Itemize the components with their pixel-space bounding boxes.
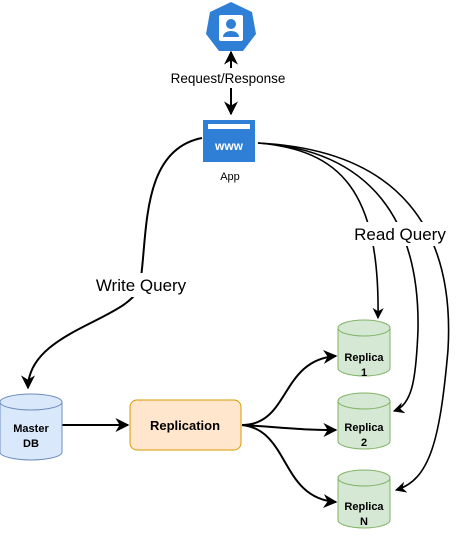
- request-response-label-bg: [165, 68, 289, 88]
- app-node: www App: [203, 120, 255, 183]
- edge-read-replica-1: [257, 142, 384, 320]
- user-icon: [206, 2, 256, 51]
- request-response-label: Request/Response: [171, 71, 286, 86]
- replica-1-node: Replica 1: [337, 319, 391, 379]
- www-badge: www: [214, 139, 244, 153]
- replica-n-label-line2: N: [360, 516, 368, 528]
- read-query-label-bg: [348, 222, 452, 246]
- replication-node: Replication: [129, 399, 242, 451]
- edge-write-query: [21, 137, 203, 390]
- app-label: App: [220, 171, 240, 183]
- edges: [21, 50, 450, 509]
- database-cylinder-icon: [337, 392, 391, 450]
- edge-labels: Request/Response Write Query Read Query: [90, 68, 452, 297]
- replica-n-node: Replica N: [337, 469, 391, 529]
- database-cylinder-icon: [337, 469, 391, 529]
- edge-replication-to-replica-1: [241, 349, 338, 426]
- replica-2-label-line1: Replica: [344, 422, 384, 434]
- edge-replication-to-replica-2: [241, 422, 338, 437]
- edge-read-replica-n: [257, 142, 450, 493]
- write-query-label-bg: [90, 273, 190, 297]
- www-browser-icon: www: [203, 120, 255, 162]
- replica-2-label-line2: 2: [361, 437, 367, 449]
- database-cylinder-icon: [337, 319, 391, 377]
- master-db-label-line2: DB: [23, 438, 39, 450]
- replica-1-label-line1: Replica: [344, 352, 384, 364]
- replica-n-label-line1: Replica: [344, 501, 384, 513]
- master-db-node: Master DB: [0, 393, 63, 461]
- replication-label: Replication: [150, 418, 220, 433]
- database-cylinder-icon: [0, 393, 63, 461]
- read-query-label: Read Query: [354, 225, 446, 244]
- replica-2-node: Replica 2: [337, 392, 391, 450]
- master-db-label-line1: Master: [13, 423, 49, 435]
- edge-replication-to-replica-n: [241, 424, 338, 509]
- write-query-label: Write Query: [96, 276, 187, 295]
- edge-read-replica-2: [257, 142, 419, 414]
- replica-1-label-line2: 1: [361, 367, 367, 379]
